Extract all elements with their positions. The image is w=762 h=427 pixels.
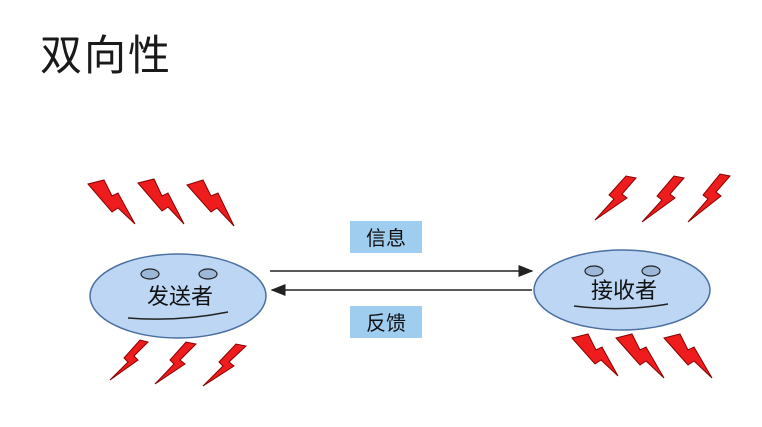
sender-noise-top [87,178,235,227]
lightning-bolt-icon [87,179,136,225]
feedback-label: 反馈 [366,311,406,335]
lightning-bolt-icon [137,178,185,225]
lightning-bolt-icon [615,333,665,379]
lightning-bolt-icon [202,343,248,387]
message-label-box: 信息 [350,221,422,253]
sender-label: 发送者 [147,285,213,310]
sender-noise-bottom [109,339,248,387]
face-icon [573,265,669,310]
sender-node: 发送者 [89,253,267,339]
lightning-bolt-icon [109,339,149,381]
receiver-noise-top [594,173,731,223]
feedback-label-box: 反馈 [350,306,422,338]
lightning-bolt-icon [154,341,198,385]
lightning-bolt-icon [687,173,731,223]
face-icon [127,268,229,320]
receiver-noise-bottom [571,333,713,379]
lightning-bolt-icon [594,175,637,221]
lightning-bolt-icon [641,175,685,223]
lightning-bolt-icon [186,179,235,227]
lightning-bolt-icon [571,333,619,377]
message-label: 信息 [366,226,406,250]
receiver-label: 接收者 [591,279,657,304]
page-title: 双向性 [40,31,173,80]
lightning-bolt-icon [663,333,713,379]
receiver-node: 接收者 [533,249,711,331]
